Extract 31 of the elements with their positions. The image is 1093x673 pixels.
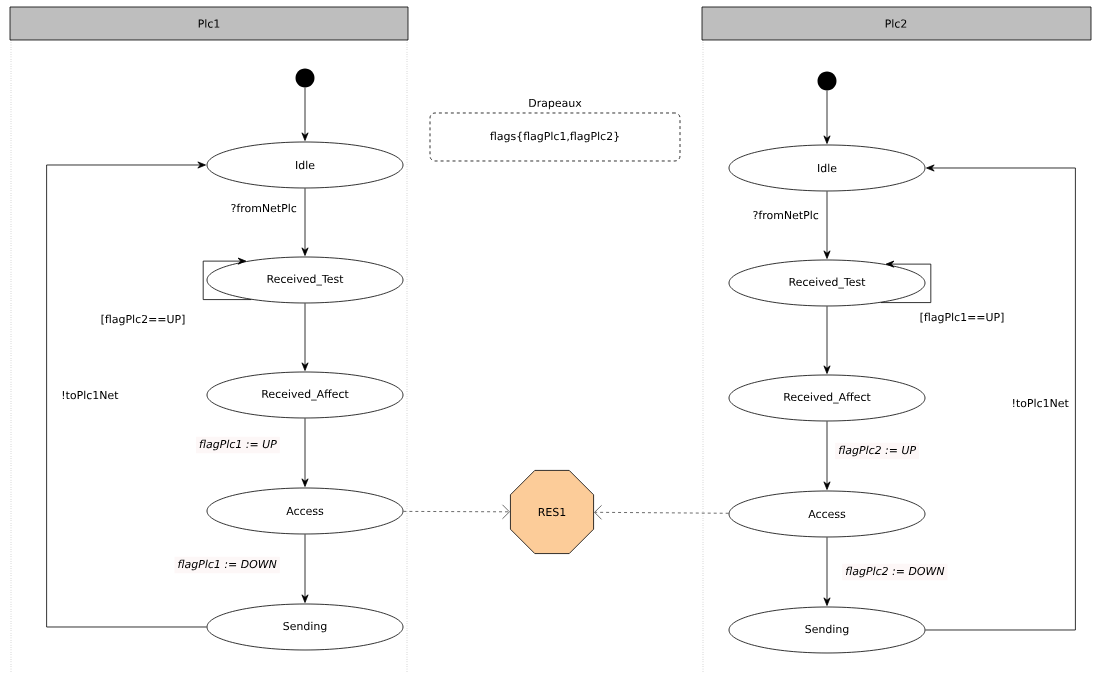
arrow: [202, 257, 252, 300]
arrow: [925, 164, 1076, 631]
resource-octagon: RES1: [510, 470, 594, 554]
arrow: [301, 534, 309, 603]
arrow: [880, 260, 932, 303]
start-dot: [817, 71, 837, 91]
arrow: [823, 306, 831, 374]
arrow: [403, 504, 510, 520]
edge-label: flagPlc2 := UP: [835, 442, 920, 460]
arrow: [823, 90, 831, 144]
edge-label: flagPlc2 := DOWN: [842, 563, 948, 581]
arrow: [823, 191, 831, 259]
edge-label: [flagPlc2==UP]: [97, 311, 189, 329]
edge-label: ?fromNetPlc: [749, 207, 822, 223]
arrow: [823, 421, 831, 490]
arrow: [301, 418, 309, 487]
arrow: [46, 161, 207, 628]
edge-label: ?fromNetPlc: [227, 200, 300, 216]
arrow: [301, 87, 309, 141]
edge-label: flagPlc1 := DOWN: [174, 556, 280, 574]
edge-label: flagPlc1 := UP: [195, 436, 280, 454]
node-label: Drapeaux: [529, 98, 582, 110]
arrow: [823, 537, 831, 606]
edge-label: [flagPlc1==UP]: [916, 309, 1008, 327]
arrow: [594, 504, 730, 520]
edge-label: !toPlc1Net: [1008, 395, 1072, 411]
arrow: [301, 188, 309, 256]
edge-label: !toPlc1Net: [58, 387, 122, 403]
start-dot: [295, 68, 315, 88]
arrow: [301, 303, 309, 371]
flags-box: Drapeaux flags{flagPlc1,flagPlc2}: [429, 98, 681, 162]
